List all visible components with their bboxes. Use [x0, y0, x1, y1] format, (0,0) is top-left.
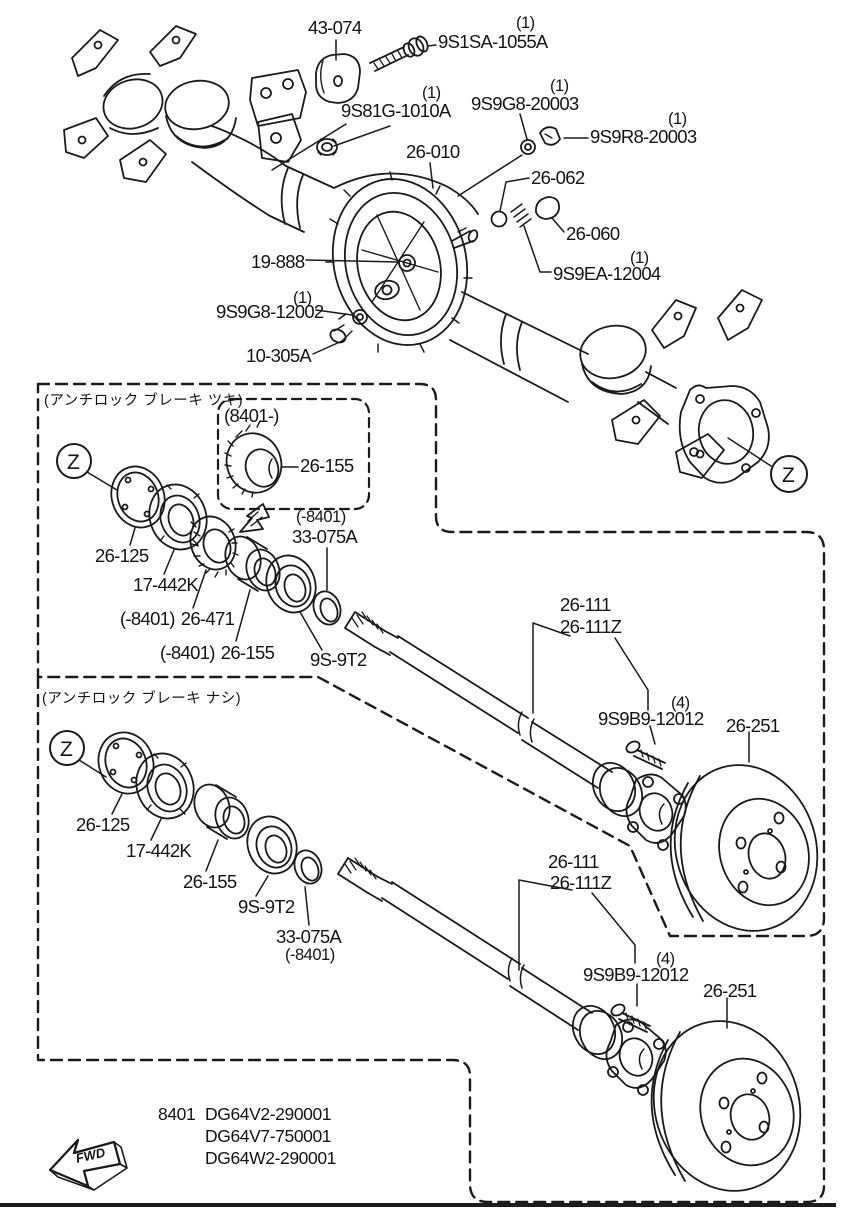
inset-8401-box	[216, 397, 371, 511]
abs-leader-lines	[129, 527, 750, 763]
pin-part	[451, 229, 479, 249]
part-label-noabs-bearing: 17-442K	[126, 840, 192, 861]
part-label-abs-seal: 9S-9T2	[310, 649, 367, 670]
part-label-drain-plug: 10-305A	[246, 345, 312, 366]
abs-stud-part	[625, 740, 666, 770]
fwd-arrow-label: FWD	[74, 1145, 107, 1166]
part-label-abs-drum: 26-251	[726, 715, 780, 736]
inset-part-label: 26-155	[300, 455, 354, 476]
qty-label-breather: (1)	[668, 110, 687, 128]
zoom-marker-housing: Z	[727, 437, 808, 493]
axle-housing-drawing	[63, 25, 770, 484]
qty-label-breather-washer: (1)	[550, 77, 569, 95]
no-abs-brake-drum	[650, 1020, 802, 1192]
applicability-code: 8401	[158, 1104, 196, 1124]
part-number-abs-sensor-rotor: 26-471	[180, 608, 235, 629]
abs-parts-drawing: Z	[56, 420, 819, 932]
drain-plug-part	[329, 324, 353, 344]
part-label-abs-shaft: 26-111	[560, 594, 611, 615]
abs-brake-drum	[669, 764, 819, 932]
part-label-abs-stud: 9S9B9-12012	[598, 708, 704, 729]
range-label-noabs-oring: (-8401)	[285, 946, 335, 964]
vin-range-2: DG64V7-750001	[205, 1126, 332, 1146]
no-abs-section-heading: (アンチロック ブレーキ ナシ)	[42, 691, 242, 707]
zoom-marker-abs: Z	[56, 443, 118, 491]
no-abs-leader-lines	[111, 793, 728, 1029]
part-label-breather: 9S9R8-20003	[590, 126, 697, 147]
part-label-noabs-oring: 33-075A	[276, 926, 342, 947]
zoom-marker-abs-label: Z	[67, 451, 80, 474]
range-label-abs-sensor-rotor: (-8401)	[120, 608, 175, 629]
abs-axle-shaft	[344, 611, 687, 851]
qty-label-nut: (1)	[422, 84, 441, 102]
part-label-spring: 9S9EA-12004	[553, 263, 661, 284]
vin-range-3: DG64W2-290001	[205, 1148, 336, 1168]
part-label-noabs-seal: 9S-9T2	[238, 896, 295, 917]
part-label-bolt: 9S1SA-1055A	[438, 31, 548, 52]
bolt-part	[369, 35, 429, 72]
range-label-abs-spacer: (-8401)	[160, 642, 215, 663]
insert-arrow-icon	[239, 503, 270, 533]
qty-label-spring: (1)	[630, 249, 649, 267]
no-abs-stud-part	[610, 1003, 651, 1033]
zoom-marker-housing-label: Z	[782, 464, 795, 487]
zoom-marker-no-abs: Z	[49, 730, 107, 778]
part-label-abs-shaft-alt: 26-111Z	[560, 616, 622, 637]
part-label-nut: 9S81G-1010A	[341, 100, 451, 121]
part-label-axle-casing: 26-010	[406, 141, 460, 162]
ball-part	[490, 210, 508, 228]
zoom-marker-no-abs-label: Z	[60, 738, 73, 761]
nut-part	[316, 138, 338, 156]
abs-section-box	[36, 382, 826, 938]
part-label-drain-washer: 9S9G8-12002	[216, 301, 324, 322]
fwd-arrow-icon: FWD	[48, 1138, 128, 1191]
no-abs-axle-shaft	[337, 857, 667, 1096]
inset-range-label: (8401-)	[224, 405, 279, 426]
part-label-ball: 26-062	[531, 167, 585, 188]
part-label-abs-sensor-rotor: (-8401)26-471	[120, 608, 235, 629]
qty-label-abs-stud: (4)	[671, 694, 690, 712]
part-label-noabs-shaft-alt: 26-111Z	[550, 872, 612, 893]
screw-cap-part	[535, 196, 560, 220]
qty-label-bolt: (1)	[516, 14, 535, 32]
range-label-abs-oring: (-8401)	[296, 508, 346, 526]
no-abs-parts-drawing: Z	[49, 730, 802, 1192]
part-label-abs-bearing: 17-442K	[133, 574, 199, 595]
part-label-abs-spacer: (-8401)26-155	[160, 642, 275, 663]
part-label-breather-washer: 9S9G8-20003	[471, 93, 579, 114]
qty-label-noabs-stud: (4)	[656, 950, 675, 968]
vin-range-1: DG64V2-290001	[205, 1104, 332, 1124]
part-label-noabs-spacer: 26-155	[183, 871, 237, 892]
breather-valve-part	[539, 126, 561, 146]
spring-part	[510, 203, 532, 228]
part-label-noabs-stud: 9S9B9-12012	[583, 964, 689, 985]
part-label-screw: 26-060	[566, 223, 620, 244]
part-number-abs-spacer: 26-155	[220, 642, 275, 663]
part-label-abs-retainer: 26-125	[95, 545, 149, 566]
part-label-noabs-shaft: 26-111	[548, 851, 599, 872]
part-label-noabs-drum: 26-251	[703, 980, 757, 1001]
part-label-cushion: 43-074	[308, 17, 362, 38]
abs-section-heading: (アンチロック ブレーキ ツキ)	[44, 393, 244, 409]
part-label-plug-center: 19-888	[251, 251, 305, 272]
part-label-noabs-retainer: 26-125	[76, 814, 130, 835]
breather-washer-part	[520, 139, 536, 155]
qty-label-drain-washer: (1)	[293, 289, 312, 307]
page-bottom-rule	[0, 1203, 836, 1207]
part-label-abs-oring: 33-075A	[292, 526, 358, 547]
cushion-part	[315, 53, 361, 104]
drain-washer-part	[352, 309, 368, 325]
inset-sensor-ring	[224, 420, 299, 498]
no-abs-section-box	[36, 675, 826, 1204]
housing-leader-lines	[271, 39, 589, 355]
